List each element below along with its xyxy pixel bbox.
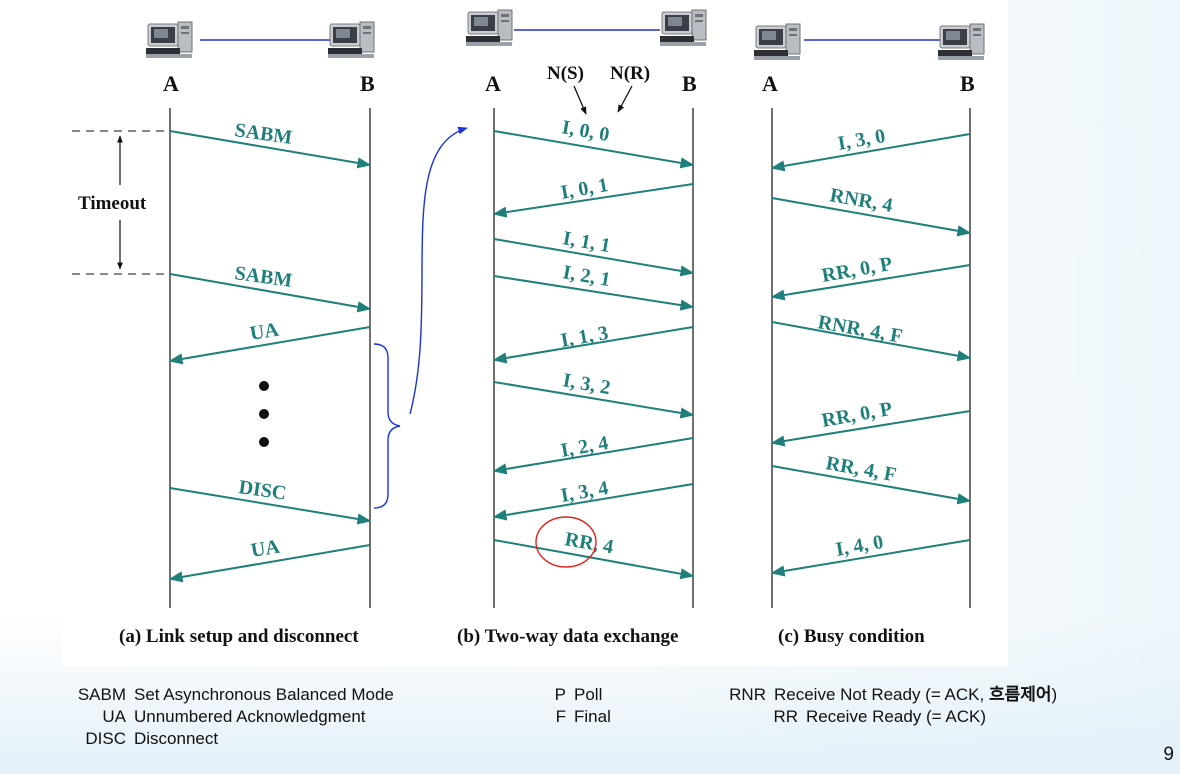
legend-desc: Disconnect [134, 729, 219, 748]
timeout-bracket [72, 130, 170, 275]
frame-arrow [492, 326, 694, 364]
legend-item: UA Unnumbered Acknowledgment [62, 706, 394, 728]
legend-desc: Receive Ready (= ACK) [806, 707, 986, 726]
frame-arrow [770, 264, 971, 301]
frame-arrow [492, 183, 694, 218]
frame-arrow [168, 326, 371, 365]
caption-b: (b) Two-way data exchange [457, 626, 679, 647]
panel-b-frames: I, 0, 0I, 0, 1I, 1, 1I, 2, 1I, 1, 3I, 3,… [492, 116, 695, 580]
computer-a-icon [145, 21, 193, 59]
legend-item: RNR Receive Not Ready (= ACK, 흐름제어) [728, 684, 1057, 706]
frame-arrow [493, 539, 695, 580]
legend-item: P Poll [548, 684, 611, 706]
frame-arrow [493, 130, 695, 169]
frame-arrow [771, 465, 972, 505]
legend-desc: Unnumbered Acknowledgment [134, 707, 366, 726]
ellipsis-dot [259, 409, 269, 419]
computer-a-icon [465, 9, 513, 47]
frame-arrow [493, 275, 695, 311]
nr-pointer [617, 85, 633, 113]
frame-label: RR, 0, P [820, 253, 894, 287]
frame-arrow [770, 133, 971, 172]
ellipsis-dot [259, 381, 269, 391]
caption-c: (c) Busy condition [778, 626, 925, 647]
timeout-label: Timeout [78, 193, 147, 214]
node-a-label: A [485, 71, 501, 96]
legend-abbr: P [554, 685, 566, 704]
computer-a-icon [753, 23, 801, 61]
computer-b-icon [327, 21, 375, 59]
frame-arrow [169, 487, 372, 525]
frame-arrow [492, 437, 694, 475]
caption-a: (a) Link setup and disconnect [119, 626, 359, 647]
frame-arrow [492, 483, 694, 521]
frame-label: SABM [233, 119, 293, 149]
ns-pointer [573, 85, 587, 115]
page-number: 9 [1163, 744, 1174, 765]
legend-item: F Final [548, 706, 611, 728]
node-b-label: B [360, 71, 375, 96]
legend-abbr: DISC [85, 729, 126, 748]
node-b-label: B [682, 71, 697, 96]
legend-desc: Final [574, 707, 611, 726]
legend-desc: Set Asynchronous Balanced Mode [134, 685, 394, 704]
legend-abbr: SABM [77, 685, 126, 704]
nr-label: N(R) [610, 63, 650, 84]
rr-highlight-circle [535, 516, 597, 568]
frame-arrow [771, 321, 972, 362]
legend-item: SABM Set Asynchronous Balanced Mode [62, 684, 394, 706]
frame-label: UA [248, 319, 281, 345]
legend-desc: Receive Not Ready (= ACK, [774, 685, 989, 704]
frame-label: I, 0, 1 [559, 174, 610, 204]
frame-arrow [771, 197, 972, 237]
frame-arrow [770, 410, 971, 447]
node-a-label: A [163, 71, 179, 96]
computer-b-icon [659, 9, 707, 47]
legend-desc-bold: 흐름제어 [988, 685, 1052, 704]
frame-label: I, 1, 3 [559, 322, 610, 352]
link-panel-c [753, 23, 985, 61]
legend-column-frames: SABM Set Asynchronous Balanced Mode UA Unn… [62, 684, 394, 750]
frame-arrow [169, 273, 372, 313]
ns-label: N(S) [547, 63, 584, 84]
frame-arrow [493, 381, 695, 419]
frame-label: RNR, 4 [828, 184, 894, 217]
frame-label: RR, 0, P [820, 398, 894, 432]
legend-item: DISC Disconnect [62, 728, 394, 750]
legend-desc-tail: ) [1051, 685, 1058, 704]
frame-label: I, 0, 0 [560, 116, 611, 146]
legend-abbr: RNR [729, 685, 766, 704]
legend-item: RR Receive Ready (= ACK) [728, 706, 1057, 728]
frame-label: UA [249, 536, 282, 562]
frame-arrow [493, 238, 695, 277]
data-phase-brace [373, 343, 401, 509]
legend-column-supervisory: RNR Receive Not Ready (= ACK, 흐름제어) RR Rec… [728, 684, 1057, 728]
expand-curve-arrow [409, 126, 468, 415]
frame-arrow [770, 539, 971, 577]
legend-abbr: RR [773, 707, 798, 726]
link-panel-b [465, 9, 707, 47]
ellipsis-dot [259, 437, 269, 447]
node-b-label: B [960, 71, 975, 96]
frame-arrow [169, 130, 372, 169]
legend-abbr: UA [102, 707, 126, 726]
link-panel-a [145, 21, 375, 59]
computer-b-icon [937, 23, 985, 61]
legend-abbr: F [555, 707, 566, 726]
frame-label: I, 3, 4 [559, 477, 610, 507]
node-a-label: A [762, 71, 778, 96]
frame-label: RNR, 4, F [816, 311, 904, 348]
hdlc-sequence-diagram: A B A B A B N(S) N(R) Timeout SABMSABMUA… [72, 9, 985, 647]
legend-desc: Poll [574, 685, 603, 704]
frame-arrow [168, 544, 371, 583]
frame-label: I, 2, 4 [559, 432, 610, 462]
legend-column-flags: P Poll F Final [548, 684, 611, 728]
